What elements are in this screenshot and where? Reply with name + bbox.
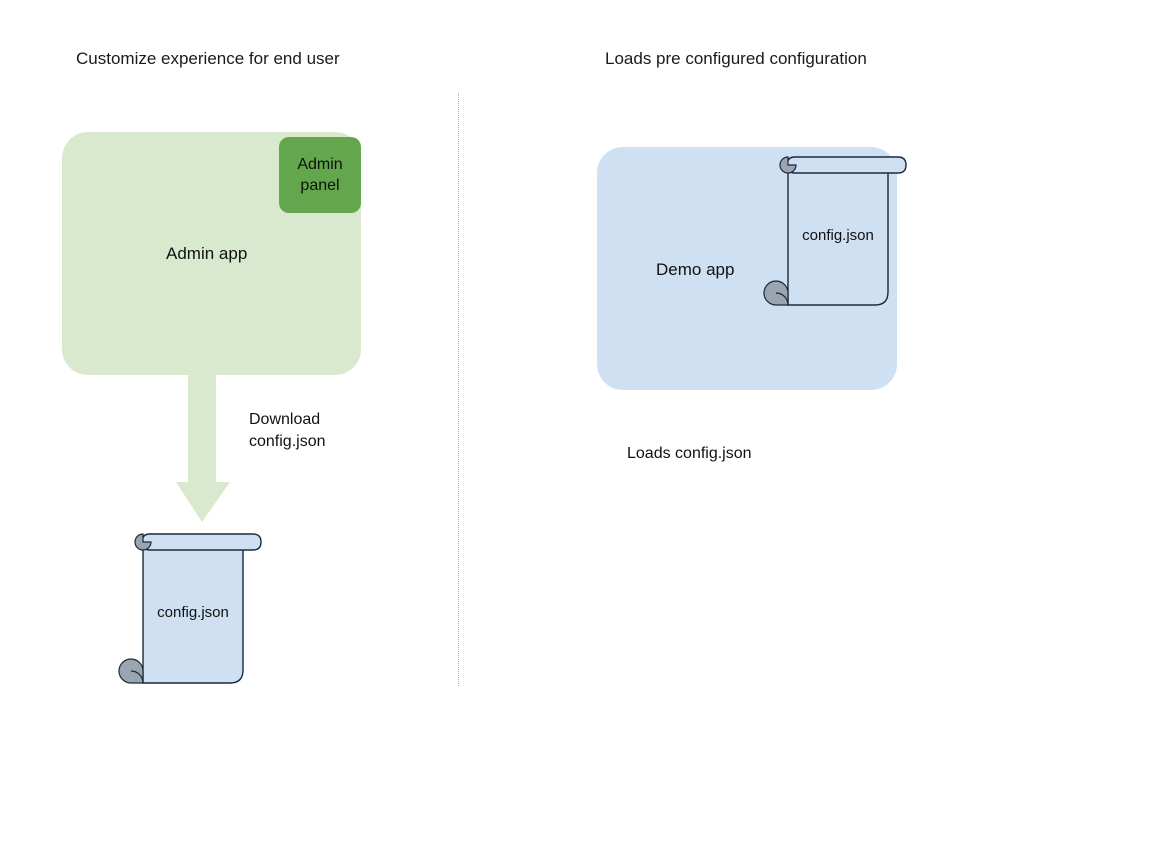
download-arrow-label-line1: Download (249, 411, 321, 428)
vertical-dotted-divider (458, 93, 459, 686)
admin-panel-chip-line2: panel (300, 177, 340, 194)
left-section-title: Customize experience for end user (76, 49, 340, 68)
loads-config-caption: Loads config.json (627, 445, 752, 462)
config-file-left-label: config.json (157, 604, 229, 621)
scroll-document-icon (118, 533, 262, 684)
admin-app-label: Admin app (166, 244, 248, 263)
config-file-right-label: config.json (802, 227, 874, 244)
config-file-left[interactable]: config.json (118, 525, 270, 700)
demo-app-label: Demo app (656, 260, 735, 279)
download-arrow-label-line2: config.json (249, 433, 326, 450)
admin-panel-chip-line1: Admin (297, 156, 343, 173)
scroll-document-icon (763, 156, 907, 306)
admin-panel-chip[interactable]: Admin panel (279, 137, 361, 213)
down-arrow-icon (176, 370, 230, 522)
config-file-right[interactable]: config.json (763, 148, 915, 320)
right-section-title: Loads pre configured configuration (605, 49, 867, 68)
download-arrow (176, 370, 234, 525)
